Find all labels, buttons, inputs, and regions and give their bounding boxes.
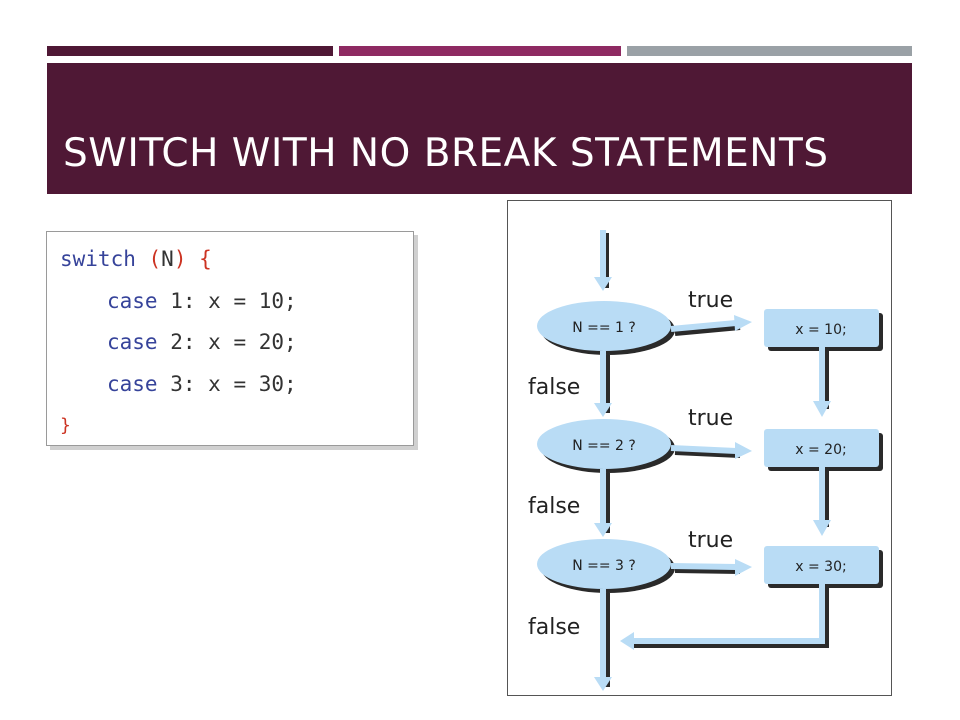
decision-node-2: N == 2 ? — [537, 419, 675, 473]
code-box: switch (N) { case 1: x = 10; case 2: x =… — [46, 231, 414, 446]
code-case-body: 3: x = 30; — [170, 372, 297, 396]
code-case-body: 1: x = 10; — [170, 289, 297, 313]
flowchart: N == 1 ? N == 2 ? N == 3 ? x = 10; x = 2… — [528, 230, 883, 691]
fallthrough-arrow-2 — [813, 467, 831, 536]
code-keyword-case: case — [107, 372, 158, 396]
code-line-case-3: case 3: x = 30; — [107, 372, 297, 396]
accent-bar-gray — [627, 46, 912, 56]
slide-title: SWITCH WITH NO BREAK STATEMENTS — [63, 131, 829, 176]
code-paren-open: ( — [148, 247, 162, 271]
fallthrough-arrow-1 — [813, 347, 831, 417]
code-paren-close: ) — [173, 247, 187, 271]
flowchart-frame: N == 1 ? N == 2 ? N == 3 ? x = 10; x = 2… — [507, 200, 892, 696]
true-arrow-3 — [670, 559, 752, 576]
code-keyword-case: case — [107, 289, 158, 313]
action-node-2: x = 20; — [764, 429, 883, 471]
code-case-body: 2: x = 20; — [170, 330, 297, 354]
true-arrow-2 — [670, 442, 752, 459]
false-label-2: false — [528, 494, 580, 519]
decision-label-2: N == 2 ? — [572, 438, 636, 454]
accent-bar-dark — [47, 46, 333, 56]
code-line-case-1: case 1: x = 10; — [107, 289, 297, 313]
action-node-3: x = 30; — [764, 546, 883, 588]
false-arrow-3 — [594, 589, 612, 691]
decision-node-1: N == 1 ? — [537, 301, 675, 355]
false-arrow-1 — [594, 351, 612, 417]
action-label-2: x = 20; — [795, 442, 846, 458]
action-node-1: x = 10; — [764, 309, 883, 351]
false-label-1: false — [528, 375, 580, 400]
code-line-case-2: case 2: x = 20; — [107, 330, 297, 354]
code-keyword-case: case — [107, 330, 158, 354]
code-variable: N — [161, 247, 174, 271]
decision-label-3: N == 3 ? — [572, 558, 636, 574]
action-label-3: x = 30; — [795, 559, 846, 575]
true-label-1: true — [688, 288, 733, 313]
decision-node-3: N == 3 ? — [537, 539, 675, 593]
action-label-1: x = 10; — [795, 322, 846, 338]
code-line-close: } — [60, 414, 71, 438]
true-label-3: true — [688, 528, 733, 553]
code-line-switch: switch (N) { — [60, 247, 212, 271]
exit-arrow — [620, 584, 829, 650]
code-keyword-switch: switch — [60, 247, 136, 271]
code-close-brace: } — [60, 415, 71, 436]
code-open-brace: { — [199, 247, 212, 271]
true-arrow-1 — [670, 315, 752, 336]
true-label-2: true — [688, 406, 733, 431]
entry-arrow — [594, 230, 612, 291]
title-band: SWITCH WITH NO BREAK STATEMENTS — [47, 63, 912, 194]
accent-bar-magenta — [339, 46, 621, 56]
false-label-3: false — [528, 615, 580, 640]
decision-label-1: N == 1 ? — [572, 320, 636, 336]
false-arrow-2 — [594, 469, 612, 537]
